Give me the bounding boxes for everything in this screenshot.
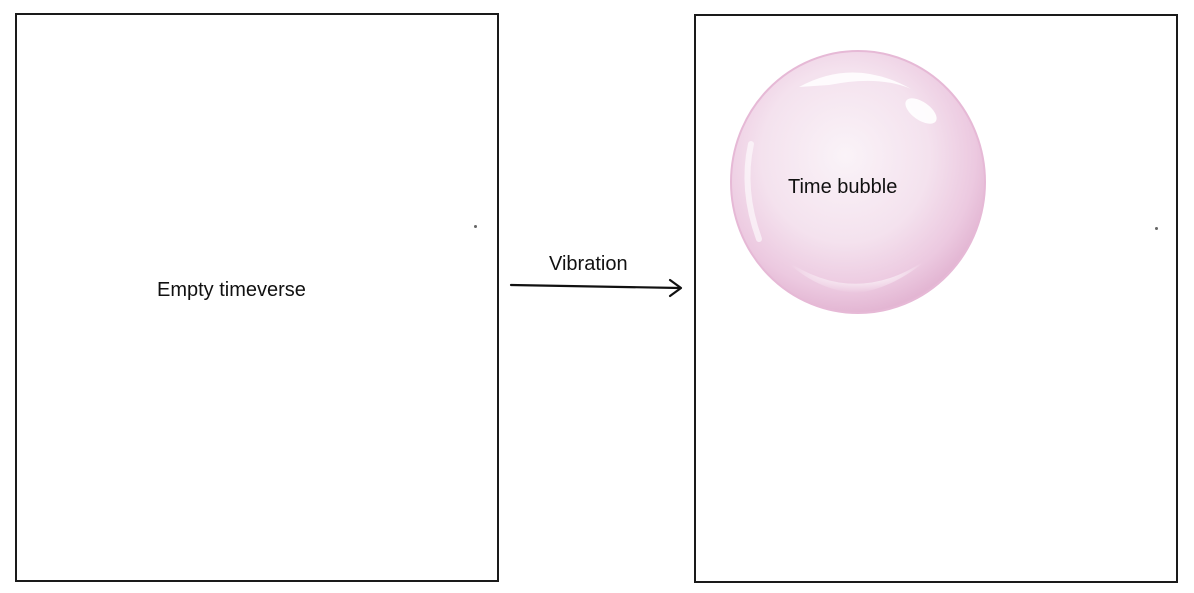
time-bubble-label: Time bubble <box>788 176 898 198</box>
empty-timeverse-label: Empty timeverse <box>157 279 306 301</box>
empty-timeverse-panel: Empty timeverse <box>15 13 499 582</box>
arrow-head <box>668 278 683 298</box>
bubble-highlight-bottom <box>784 254 934 293</box>
vibration-label: Vibration <box>549 253 628 275</box>
vibration-arrow <box>509 278 683 298</box>
speck-mark <box>474 225 477 228</box>
arrow-shaft <box>509 283 682 290</box>
time-bubble-icon <box>730 50 986 314</box>
bubble-highlight-top <box>799 72 911 89</box>
time-bubble-panel: Time bubble <box>694 14 1178 583</box>
bubble-rim-light <box>744 141 762 242</box>
bubble-glint <box>905 98 937 124</box>
speck-mark <box>1155 227 1158 230</box>
